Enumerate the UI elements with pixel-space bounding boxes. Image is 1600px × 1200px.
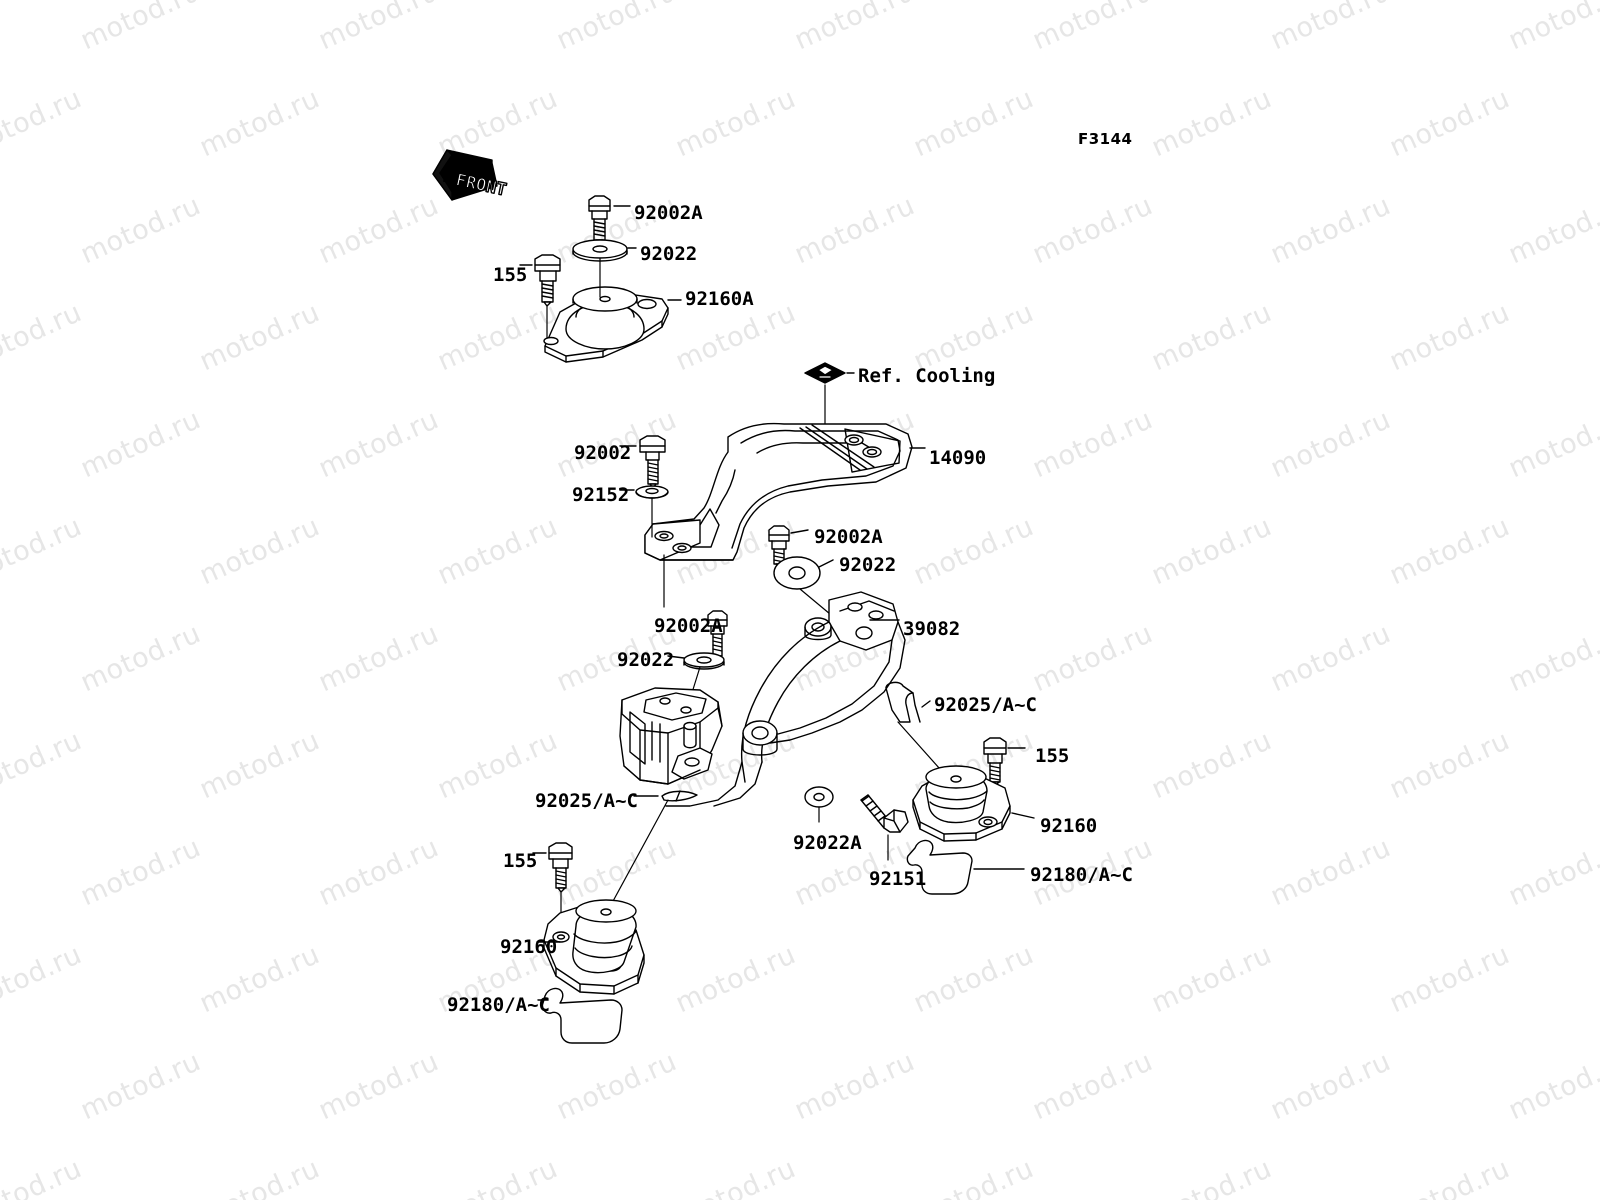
part-92151-bolt [860,794,909,833]
part-92152-collar [635,485,669,499]
callout-155: 155 [1035,745,1070,767]
callout-155: 155 [503,850,538,872]
callout-92160: 92160 [1040,815,1098,837]
part-155-bolt-bottom [548,842,573,893]
callout-92180-a-c: 92180/A~C [1030,864,1133,886]
part-14090-cover [644,422,913,561]
callout-92002a: 92002A [634,202,703,224]
page-code: F3144 [1078,130,1133,148]
callout-92022: 92022 [640,243,698,265]
ref-cooling-marker [804,362,846,384]
callout-92002a: 92002A [814,526,883,548]
front-direction-arrow: FRONT [432,149,509,201]
part-155-bolt-right [983,737,1007,787]
part-92002A-bolt-mid [707,610,728,661]
part-92022-washer-mid [683,652,725,670]
part-92022-washer-right [773,556,821,590]
callout-92160: 92160 [500,936,558,958]
part-92025-shim-left [661,790,698,802]
part-92180-shim-right [906,839,973,895]
part-92002-bolt [639,435,666,489]
callout-92025-a-c: 92025/A~C [934,694,1037,716]
callout-92002a: 92002A [654,615,723,637]
part-92180-shim-bottom [541,987,623,1044]
callout-92152: 92152 [572,484,630,506]
part-39082-bracket [619,591,906,807]
callout-ref--cooling: Ref. Cooling [858,365,996,387]
part-92160-damper-bottom [543,899,645,995]
part-92022-washer-top [572,239,628,262]
callout-92151: 92151 [869,868,927,890]
callout-92022a: 92022A [793,832,862,854]
leader-92002A-right [790,529,809,534]
callout-92002: 92002 [574,442,632,464]
callout-92022: 92022 [839,554,897,576]
leader-92022-mid [667,655,685,659]
callout-155: 155 [493,264,528,286]
part-92002A-bolt-top [588,195,611,245]
part-155-bolt-top [534,254,561,307]
part-92160-damper-right [912,765,1011,842]
leader-92025-right [921,700,931,708]
part-92025-shim-right [885,681,921,723]
callout-92160a: 92160A [685,288,754,310]
callout-92180-a-c: 92180/A~C [447,994,550,1016]
callout-92025-a-c: 92025/A~C [535,790,638,812]
part-92022A-washer [804,786,834,808]
part-92160A-damper [543,286,669,363]
callout-39082: 39082 [903,618,961,640]
leader-92160-right [1011,812,1035,819]
leader-92022-right [818,559,834,568]
callout-14090: 14090 [929,447,987,469]
callout-92022: 92022 [617,649,675,671]
